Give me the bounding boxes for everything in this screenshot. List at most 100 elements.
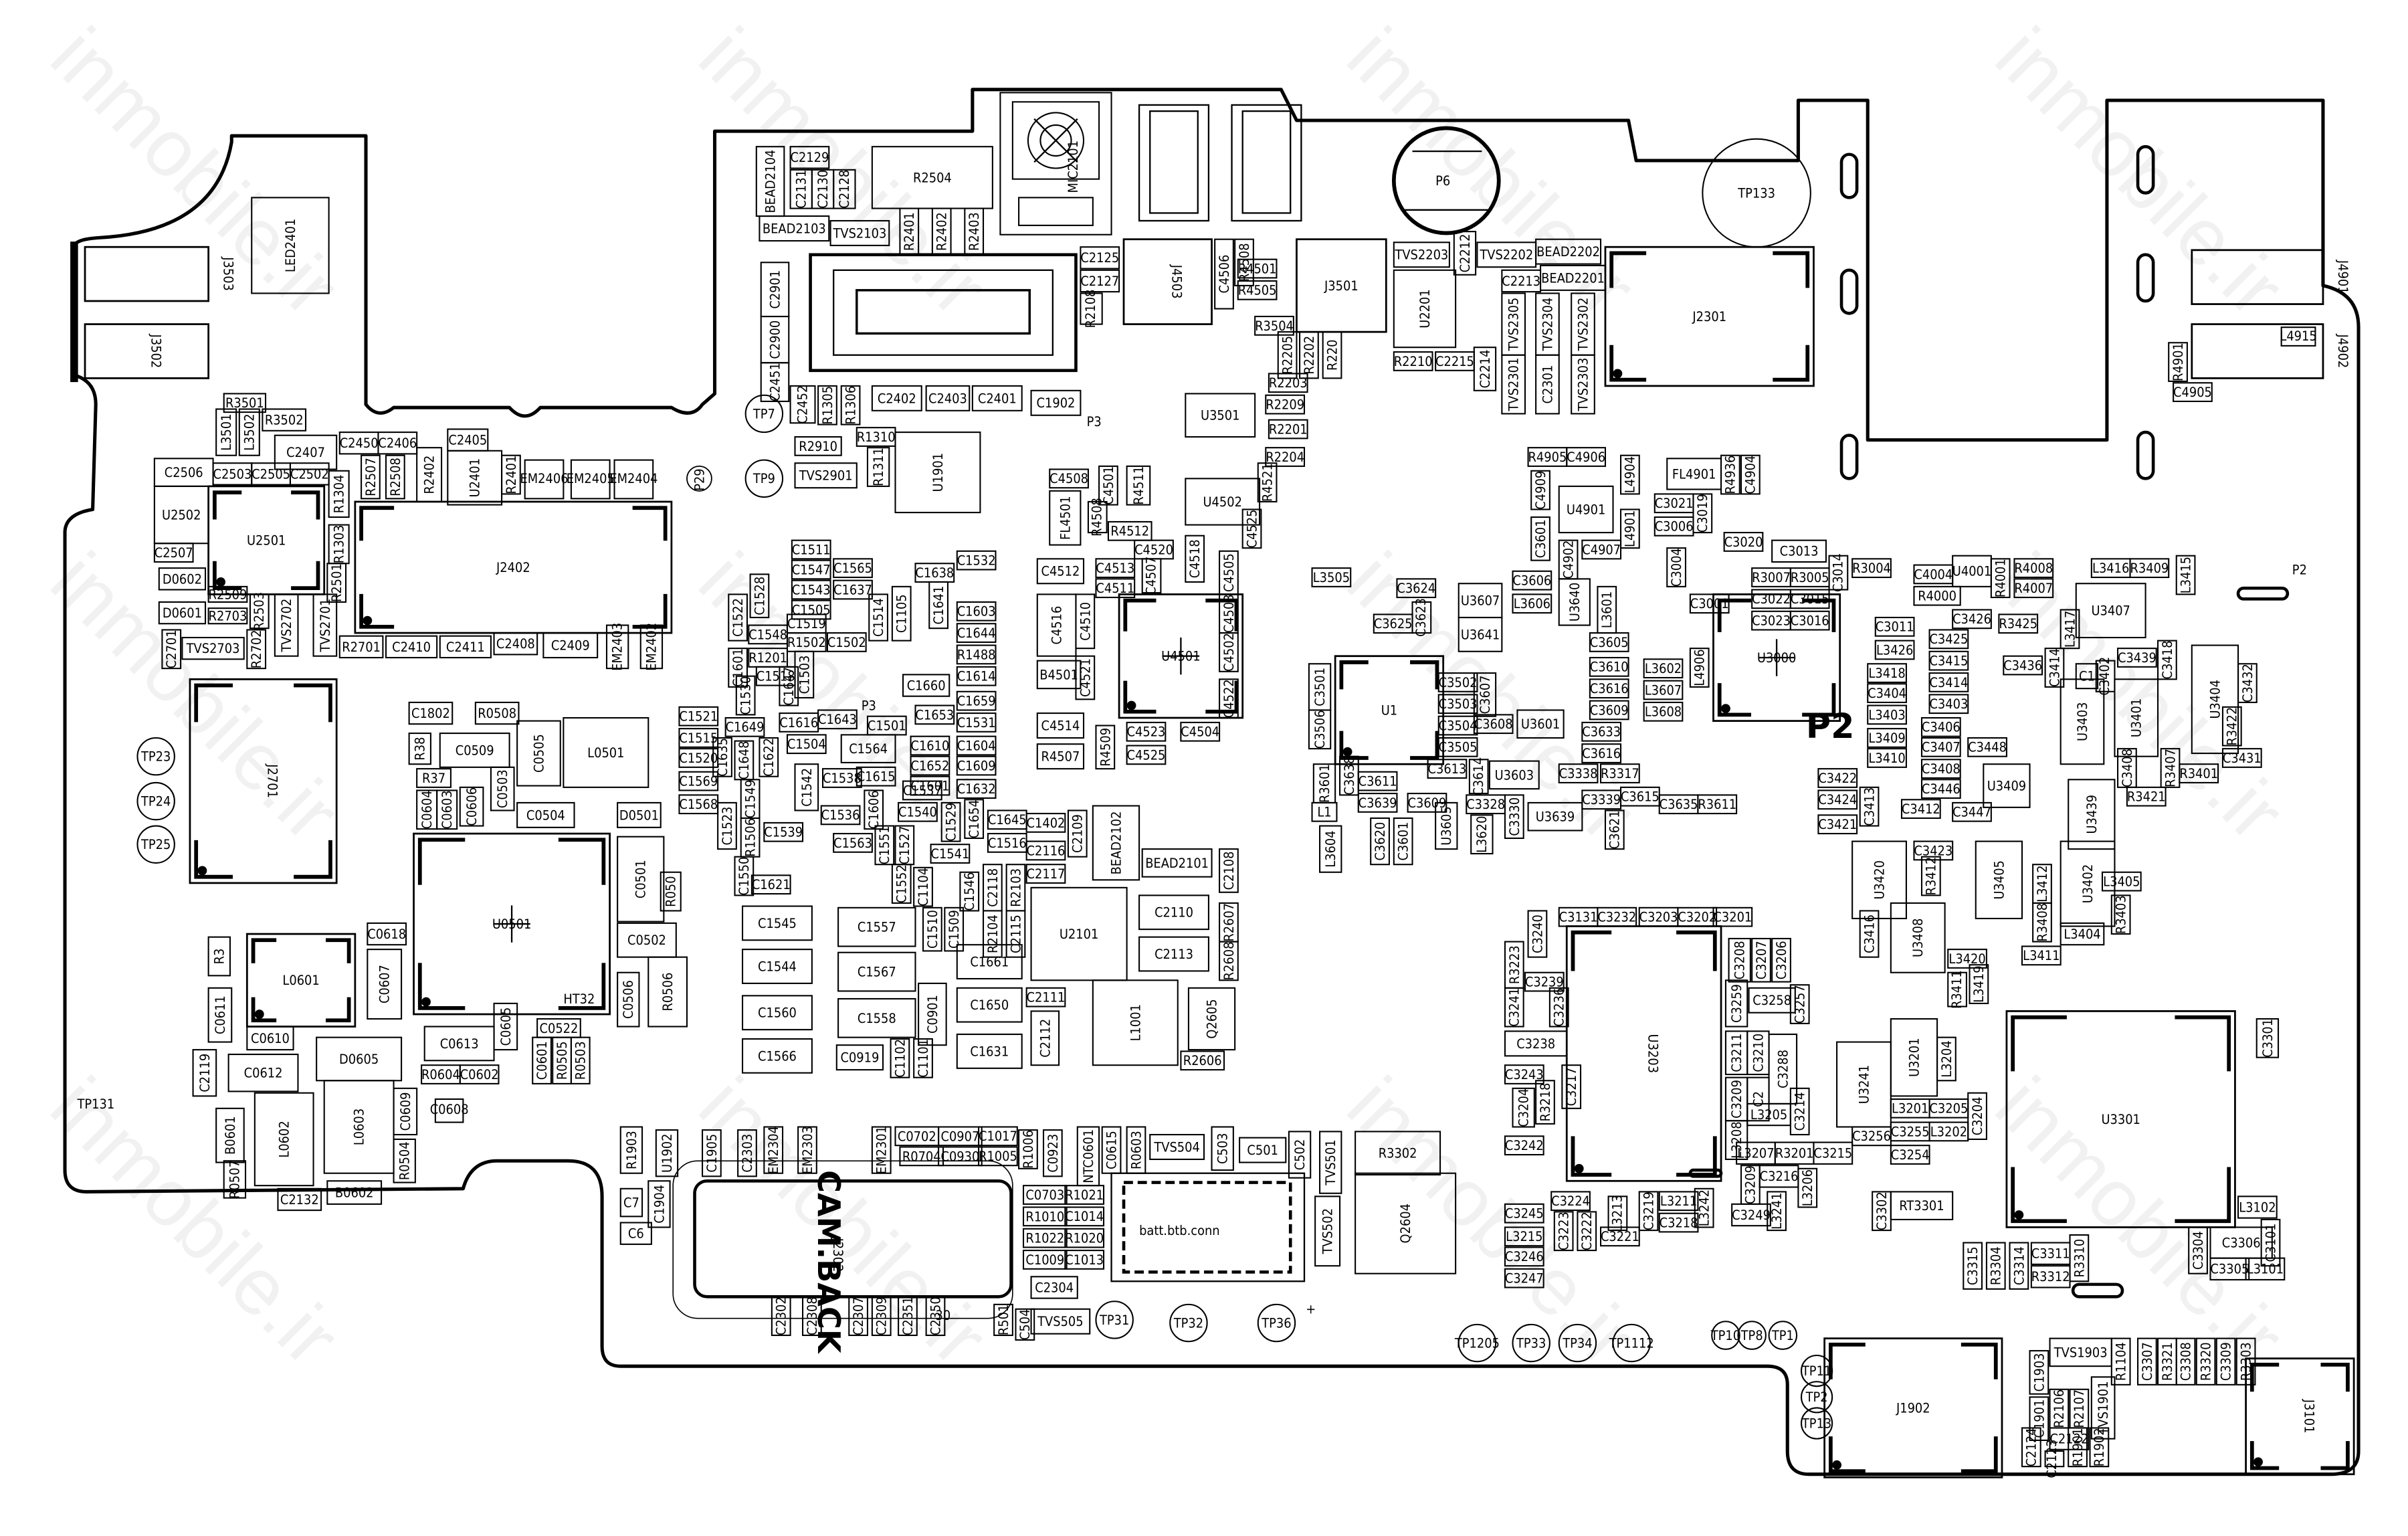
component-label: C1009 bbox=[1025, 1252, 1064, 1268]
component-r2401: R2401 bbox=[899, 207, 920, 256]
component-c2123: C2123 bbox=[2044, 1440, 2065, 1478]
component-c2119: C2119 bbox=[192, 1049, 217, 1097]
component-label: L3213 bbox=[1609, 1195, 1625, 1232]
component-label: C2407 bbox=[286, 445, 325, 460]
component-label: J3502 bbox=[148, 334, 163, 369]
component-label: C1514 bbox=[871, 598, 886, 637]
testpoint-label: TP34 bbox=[1562, 1335, 1592, 1351]
component-label: C0603 bbox=[439, 790, 455, 829]
component-c3222: C3222 bbox=[1577, 1211, 1597, 1252]
component-label: C4522 bbox=[1221, 679, 1237, 718]
component-label: C3254 bbox=[1891, 1147, 1930, 1163]
component-c3101: C3101 bbox=[2260, 1218, 2281, 1267]
component-label: C3330 bbox=[1507, 797, 1522, 836]
component-l3242: L3242 bbox=[1694, 1187, 1714, 1228]
component-label: C2301 bbox=[1540, 365, 1555, 404]
component-c4511: C4511 bbox=[1095, 578, 1136, 599]
component-label: C3423 bbox=[1914, 843, 1952, 858]
component-c3256: C3256 bbox=[1851, 1126, 1892, 1147]
component-label: C3606 bbox=[1512, 573, 1551, 588]
component-label: C3211 bbox=[1729, 1034, 1744, 1072]
component-c1569: C1569 bbox=[678, 771, 719, 791]
component-label: FL4901 bbox=[1672, 466, 1716, 482]
component-c1566: C1566 bbox=[742, 1038, 813, 1074]
component-c2402: C2402 bbox=[871, 385, 922, 411]
component-label: L3601 bbox=[1599, 591, 1615, 628]
component-c1539: C1539 bbox=[763, 822, 804, 842]
component-label: C3239 bbox=[1525, 974, 1564, 989]
component-label: D0601 bbox=[163, 605, 202, 621]
component-c0502: C0502 bbox=[617, 922, 677, 958]
component-label: C2401 bbox=[978, 391, 1017, 406]
component-label: L0501 bbox=[587, 745, 624, 761]
component-c1013: C1013 bbox=[1064, 1250, 1105, 1270]
component-l3204: L3204 bbox=[1936, 1036, 1956, 1082]
component-j3101: J3101 bbox=[2245, 1357, 2355, 1476]
component-label: L3620 bbox=[1474, 816, 1490, 853]
component-label: R0604 bbox=[421, 1067, 460, 1082]
component-label: L0603 bbox=[352, 1109, 367, 1145]
component-u2101: U2101 bbox=[1030, 886, 1128, 981]
component-label: C1557 bbox=[858, 920, 896, 935]
component-label: C2308 bbox=[805, 1297, 820, 1335]
component-l3602: L3602 bbox=[1643, 658, 1684, 679]
component-label: R1506 bbox=[742, 818, 758, 857]
component-label: C1802 bbox=[411, 706, 450, 721]
component-label: C2506 bbox=[165, 465, 203, 480]
component-label: C1566 bbox=[758, 1048, 797, 1064]
component-label: C2701 bbox=[164, 630, 179, 668]
component-r4509: R4509 bbox=[1095, 725, 1116, 770]
component-label: R2201 bbox=[1269, 421, 1308, 437]
component-label: C3246 bbox=[1505, 1249, 1544, 1264]
component-c3011: C3011 bbox=[1874, 616, 1915, 637]
component-c1647: C1647 bbox=[779, 666, 799, 706]
component-label: L3604 bbox=[1323, 830, 1338, 867]
component-label: C3402 bbox=[2097, 657, 2112, 696]
component-c2129: C2129 bbox=[789, 146, 830, 169]
component-label: C3620 bbox=[1373, 822, 1388, 861]
testpoint-tp8: TP8 bbox=[1737, 1321, 1767, 1350]
component-label: C1537 bbox=[903, 783, 942, 798]
component-c2111: C2111 bbox=[1025, 987, 1066, 1007]
component-c1543: C1543 bbox=[791, 579, 831, 600]
component-c1564: C1564 bbox=[840, 734, 896, 763]
component-tvs2301: TVS2301 bbox=[1501, 354, 1526, 415]
component-c2901: C2901 bbox=[760, 262, 790, 318]
component-label: R1901 bbox=[2070, 1428, 2086, 1466]
component-label: C3422 bbox=[1818, 771, 1857, 786]
component-label: R3223 bbox=[1507, 945, 1522, 984]
component-label: L3102 bbox=[2239, 1199, 2276, 1215]
component-c3246: C3246 bbox=[1504, 1246, 1544, 1267]
component-label: C3414 bbox=[2047, 648, 2062, 687]
component-c3502: C3502 bbox=[1437, 672, 1478, 692]
p3-label: P3 bbox=[1087, 414, 1102, 429]
component-label: C1547 bbox=[792, 562, 831, 577]
component-label: C1635 bbox=[715, 738, 730, 777]
component-label: R37 bbox=[422, 771, 445, 786]
component-label: J4902 bbox=[2335, 334, 2350, 369]
component-r3201: R3201 bbox=[1774, 1141, 1815, 1165]
component-label: C2411 bbox=[446, 640, 485, 655]
component-label: C3605 bbox=[1590, 635, 1629, 650]
component-label: C4904 bbox=[1743, 456, 1759, 494]
component-label: C1502 bbox=[827, 635, 866, 650]
component-label: L3416 bbox=[2092, 561, 2129, 576]
component-label: C1545 bbox=[758, 916, 797, 931]
component-label: TVS2202 bbox=[1479, 248, 1533, 263]
component-c1544: C1544 bbox=[742, 949, 813, 984]
component-r3504: R3504 bbox=[1254, 316, 1294, 336]
component-r3007: R3007 bbox=[1751, 567, 1791, 587]
testpoint-label: TP10 bbox=[1710, 1328, 1740, 1343]
component-label: R2508 bbox=[388, 458, 403, 496]
component-c2409: C2409 bbox=[542, 632, 599, 659]
component-c1531: C1531 bbox=[956, 712, 997, 733]
component-label: C1102 bbox=[892, 1039, 908, 1078]
component-l3207: L3207 bbox=[1736, 1141, 1776, 1165]
component-c3204: C3204 bbox=[1967, 1092, 1987, 1141]
component-l4915: L4915 bbox=[2280, 326, 2317, 347]
component-r2203: R2203 bbox=[1268, 373, 1308, 393]
component-c3022: C3022 bbox=[1751, 589, 1791, 609]
component-d0602: D0602 bbox=[158, 567, 207, 591]
component-label: R3412 bbox=[1924, 857, 1939, 896]
